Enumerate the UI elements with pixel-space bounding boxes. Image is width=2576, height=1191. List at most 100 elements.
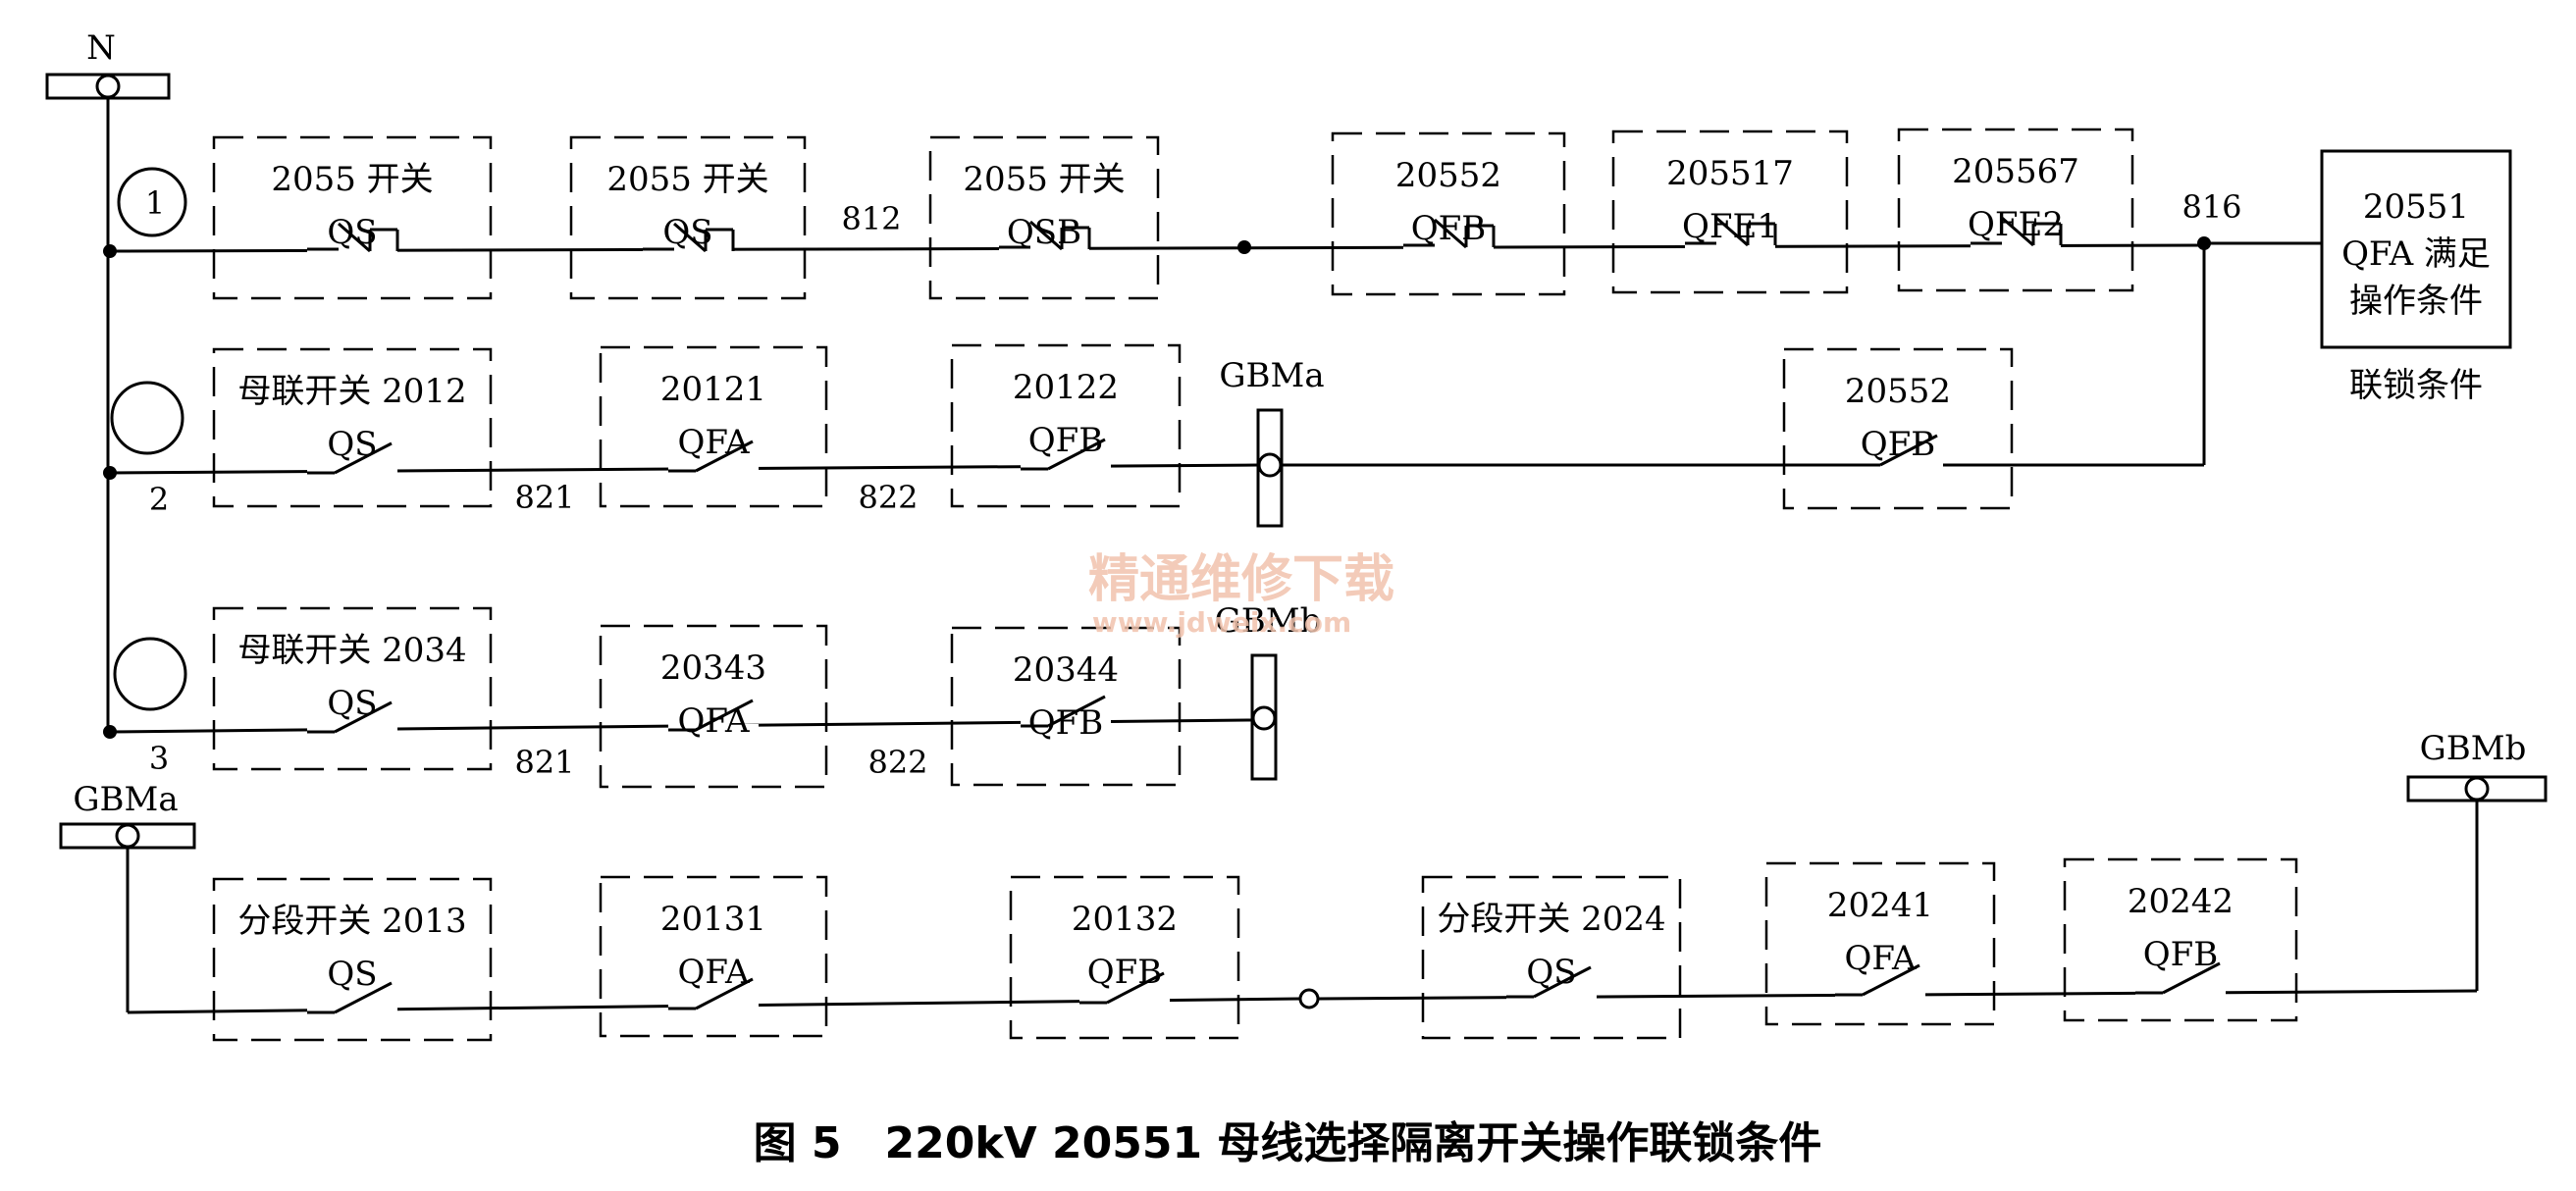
watermark: 精通维修下载 www.jdweix.com <box>1088 550 1394 639</box>
switch-type: QS <box>662 213 712 252</box>
switch-type: QFE1 <box>1682 207 1778 246</box>
contact-blade <box>695 977 754 1010</box>
contact-blade <box>1434 218 1467 249</box>
switch-box <box>1782 347 2014 510</box>
switch-name: 20121 <box>660 370 766 409</box>
contact-blade <box>2001 216 2034 247</box>
bus-gbma-mid-label: GBMa <box>1219 356 1324 395</box>
contact-blade <box>1047 438 1106 471</box>
node-812: 812 <box>841 200 901 237</box>
contact-blade <box>1047 695 1106 728</box>
node-821-row3: 821 <box>514 744 574 781</box>
bus-n-label: N <box>86 28 116 68</box>
switch-box <box>599 345 828 508</box>
switch-name: 20552 <box>1845 372 1951 411</box>
bus-n: N <box>45 28 171 100</box>
switch-name: 205517 <box>1666 154 1794 193</box>
switch-box <box>1611 129 1849 294</box>
switch-type: QSB <box>1007 213 1081 252</box>
contact-blade <box>673 222 707 253</box>
switch-name: 20343 <box>660 648 766 688</box>
switch-name: 母联开关 2034 <box>237 631 466 670</box>
switch-box <box>928 135 1160 300</box>
node-open-circle <box>1298 988 1320 1010</box>
switch-type: QFB <box>1028 421 1103 460</box>
switch-name: 20122 <box>1013 368 1119 407</box>
switch-box <box>599 875 828 1038</box>
switch-box <box>212 135 493 300</box>
switch-type: QFE2 <box>1968 205 2064 244</box>
row-1-number: 1 <box>145 184 165 222</box>
switch-type: QFB <box>1087 953 1162 992</box>
contact-blade <box>334 981 393 1014</box>
switch-type: QS <box>327 425 377 464</box>
switch-box <box>1897 128 2134 292</box>
contact-blade <box>695 440 754 473</box>
switch-type: QS <box>1526 953 1576 992</box>
watermark-name: 精通维修下载 <box>1088 550 1394 609</box>
result-caption: 联锁条件 <box>2349 366 2483 405</box>
switch-box <box>2063 857 2298 1022</box>
row-markers: 1 2 3 <box>110 167 187 777</box>
contact-blade <box>334 441 393 475</box>
switch-type: QFA <box>677 423 750 462</box>
contact-blade <box>1029 220 1063 251</box>
contact-blade <box>1106 971 1165 1005</box>
switch-name: 20552 <box>1395 156 1501 195</box>
switch-box <box>1009 875 1240 1040</box>
bus-gbmb-right: GBMb <box>2406 729 2548 803</box>
switch-box <box>1764 861 1996 1026</box>
switch-box <box>950 343 1182 508</box>
switch-name: 2055 开关 <box>963 160 1125 199</box>
switch-name: 母联开关 2012 <box>237 372 466 411</box>
switch-box <box>1331 131 1566 296</box>
switch-name: 20131 <box>660 900 766 939</box>
result-line-2: QFA 满足 <box>2341 234 2491 274</box>
bus-gbma-left: GBMa <box>59 780 196 850</box>
node-822-row2: 822 <box>858 479 918 516</box>
bus-gbmb-right-label: GBMb <box>2420 729 2527 768</box>
switch-box <box>212 877 493 1042</box>
row-3-number: 3 <box>149 740 169 777</box>
junctions <box>103 236 2211 1010</box>
switch-name: 20344 <box>1013 650 1119 690</box>
contact-blade <box>2162 961 2221 995</box>
contact-blade <box>1533 965 1592 999</box>
result-line-3: 操作条件 <box>2349 282 2483 321</box>
contact-blade <box>695 699 754 732</box>
row-2-number: 2 <box>149 481 169 518</box>
contact-blade <box>1715 216 1749 247</box>
switch-name: 分段开关 2013 <box>237 902 466 941</box>
node-labels: 812 816 821 822 821 822 <box>514 188 2241 781</box>
contact-blade <box>1862 963 1920 997</box>
switch-type: QFA <box>677 953 750 992</box>
bus-gbmb-mid-label: GBMb <box>1215 601 1322 641</box>
watermark-url: www.jdweix.com <box>1092 606 1351 639</box>
switch-type: QS <box>327 684 377 723</box>
switch-name: 20242 <box>2128 882 2234 921</box>
switch-type: QFA <box>1844 939 1917 978</box>
switch-r1-3: 2055 开关 QSB <box>928 135 1160 300</box>
switch-name: 205567 <box>1952 152 2079 191</box>
bus-gbma-left-label: GBMa <box>73 780 178 819</box>
